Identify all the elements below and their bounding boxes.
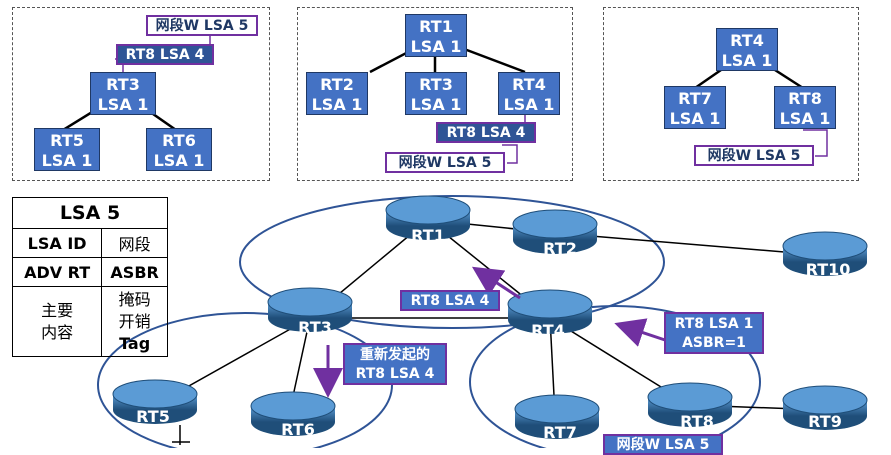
area-rings: [97, 195, 761, 448]
mid-node-rt1: RT1 LSA 1: [405, 14, 467, 57]
node-label: RT6: [162, 131, 196, 150]
node-lsa: LSA 1: [410, 95, 462, 114]
node-lsa: LSA 1: [721, 51, 773, 70]
panel-left: [12, 7, 270, 181]
router-rt9: [782, 385, 868, 430]
node-label: RT4: [512, 75, 546, 94]
router-rt2: [512, 209, 598, 254]
node-lsa: LSA 1: [779, 109, 831, 128]
callout-regen-line1: 重新发起的: [360, 347, 430, 363]
panel-right: [603, 7, 859, 181]
node-lsa: LSA 1: [311, 95, 363, 114]
mid-tag-rt8-lsa4: RT8 LSA 4: [436, 122, 536, 143]
node-label: RT1: [419, 17, 453, 36]
callout-net-lsa5: 网段W LSA 5: [603, 434, 723, 455]
router-rt5: [112, 379, 198, 424]
node-lsa: LSA 1: [669, 109, 721, 128]
router-rt10: [782, 231, 868, 276]
node-label: RT5: [50, 131, 84, 150]
mid-node-rt4: RT4 LSA 1: [498, 72, 560, 115]
node-label: RT4: [730, 31, 764, 50]
field-cost: 开销: [118, 311, 151, 331]
node-lsa: LSA 1: [41, 151, 93, 170]
table-cell-main-content: 主要 内容: [11, 286, 103, 357]
node-label: RT3: [419, 75, 453, 94]
router-shapes: [112, 195, 868, 439]
table-cell-adv-rt: ADV RT: [11, 257, 103, 287]
callout-regen-line2: RT8 LSA 4: [355, 366, 435, 382]
node-lsa: LSA 1: [503, 95, 555, 114]
router-rt3: [267, 287, 353, 332]
right-tag-net-lsa5: 网段W LSA 5: [694, 145, 814, 166]
right-node-rt8: RT8 LSA 1: [774, 86, 836, 129]
node-lsa: LSA 1: [410, 37, 462, 56]
router-rt7: [514, 394, 600, 439]
field-mask: 掩码: [118, 289, 151, 309]
right-node-rt7: RT7 LSA 1: [664, 86, 726, 129]
mid-node-rt3: RT3 LSA 1: [405, 72, 467, 115]
node-label: RT8: [788, 89, 822, 108]
arrows: [313, 266, 666, 398]
lsa5-table: LSA 5 LSA ID 网段 ADV RT ASBR 主要 内容 掩码 开销 …: [11, 197, 168, 357]
mid-tag-net-lsa5: 网段W LSA 5: [385, 152, 505, 173]
node-lsa: LSA 1: [153, 151, 205, 170]
left-node-rt3: RT3 LSA 1: [90, 72, 156, 115]
right-node-rt4: RT4 LSA 1: [716, 28, 778, 71]
left-node-rt5: RT5 LSA 1: [34, 128, 100, 171]
table-cell-lsa-id: LSA ID: [11, 228, 103, 258]
callout-rt8-lsa4: RT8 LSA 4: [400, 290, 500, 311]
node-label: RT3: [106, 75, 140, 94]
left-tag-rt8-lsa4: RT8 LSA 4: [116, 44, 214, 65]
router-rt6: [250, 391, 336, 436]
field-tag: Tag: [119, 333, 151, 353]
callout-regen: 重新发起的 RT8 LSA 4: [343, 343, 447, 385]
callout-rt8-lsa1-line1: RT8 LSA 1: [674, 316, 754, 332]
node-label: RT7: [678, 89, 712, 108]
callout-rt8-lsa1-line2: ASBR=1: [682, 335, 746, 351]
node-lsa: LSA 1: [97, 95, 149, 114]
main-content-line1: 主要: [41, 300, 74, 320]
router-rt1: [385, 195, 471, 240]
table-title: LSA 5: [12, 197, 168, 229]
mid-node-rt2: RT2 LSA 1: [306, 72, 368, 115]
router-rt4: [507, 289, 593, 334]
panel-middle: [297, 7, 573, 181]
node-label: RT2: [320, 75, 354, 94]
table-cell-fields: 掩码 开销 Tag: [101, 286, 168, 357]
left-tag-net-lsa5: 网段W LSA 5: [146, 15, 258, 36]
callout-rt8-lsa1: RT8 LSA 1 ASBR=1: [664, 312, 764, 354]
left-node-rt6: RT6 LSA 1: [146, 128, 212, 171]
main-content-line2: 内容: [41, 322, 74, 342]
table-cell-asbr: ASBR: [101, 257, 168, 287]
table-cell-segment: 网段: [101, 228, 168, 258]
router-rt8: [647, 382, 733, 427]
